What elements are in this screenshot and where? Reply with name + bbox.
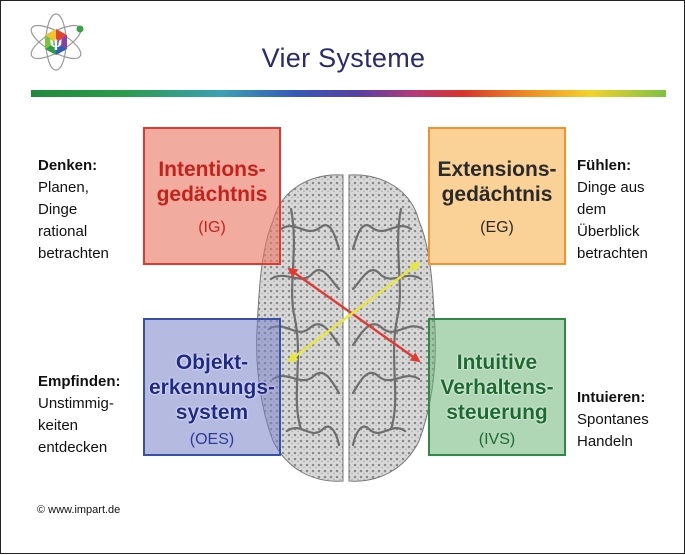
label-fuehlen-line: Überblick [577, 223, 640, 240]
rainbow-divider [31, 90, 666, 97]
box-eg-name-line1: Extensions- [437, 158, 557, 181]
box-intuitive-verhaltenssteuerung: Intuitive Verhaltens- steuerung (IVS) [428, 318, 566, 456]
page-title: Vier Systeme [261, 43, 426, 73]
label-denken-head: Denken: [38, 157, 98, 174]
box-extensionsgedaechtnis: Extensions- gedächtnis (EG) [428, 127, 566, 265]
label-empfinden-line: keiten [38, 417, 79, 434]
box-eg-abbr: (EG) [480, 219, 514, 236]
label-fuehlen-line: betrachten [577, 245, 648, 262]
box-eg-name-line2: gedächtnis [441, 183, 553, 206]
label-denken-line: Dinge [38, 201, 78, 218]
label-intuieren-line: Handeln [577, 433, 633, 450]
label-fuehlen-line: dem [577, 201, 607, 218]
box-oes-name-line2: erkennungs- [148, 376, 276, 399]
box-oes-name-line1: Objekt- [175, 351, 249, 374]
box-ig-name-line2: gedächtnis [156, 183, 268, 206]
label-empfinden-head: Empfinden: [38, 373, 121, 390]
box-intentionsgedaechtnis: Intentions- gedächtnis (IG) [143, 127, 281, 265]
label-fuehlen: Fühlen: Dinge aus dem Überblick betracht… [577, 155, 648, 265]
label-intuieren: Intuieren: Spontanes Handeln [577, 387, 649, 453]
label-empfinden-line: Unstimmig- [38, 395, 114, 412]
box-ivs-name-line1: Intuitive [456, 351, 538, 374]
label-empfinden: Empfinden: Unstimmig- keiten entdecken [38, 371, 121, 459]
box-ig-name-line1: Intentions- [158, 158, 266, 181]
copyright-text: © www.impart.de [37, 504, 121, 516]
box-ig-abbr: (IG) [198, 219, 226, 236]
box-oes-name-line3: system [175, 401, 249, 424]
label-intuieren-line: Spontanes [577, 411, 649, 428]
label-intuieren-head: Intuieren: [577, 389, 646, 406]
box-ivs-name-line2: Verhaltens- [440, 376, 554, 399]
box-ivs-abbr: (IVS) [478, 431, 516, 448]
box-ivs-name-line3: steuerung [446, 401, 548, 424]
label-fuehlen-line: Dinge aus [577, 179, 645, 196]
label-denken-line: Planen, [38, 179, 89, 196]
box-objekterkennungssystem: Objekt- erkennungs- system (OES) [143, 318, 281, 456]
label-denken-line: betrachten [38, 245, 109, 262]
label-denken-line: rational [38, 223, 88, 240]
label-fuehlen-head: Fühlen: [577, 157, 632, 174]
label-empfinden-line: entdecken [38, 439, 108, 456]
logo-glyph: ψ [49, 35, 62, 51]
atom-logo-icon: ψ [30, 13, 84, 71]
box-oes-abbr: (OES) [189, 431, 235, 448]
label-denken: Denken: Planen, Dinge rational betrachte… [38, 155, 109, 265]
